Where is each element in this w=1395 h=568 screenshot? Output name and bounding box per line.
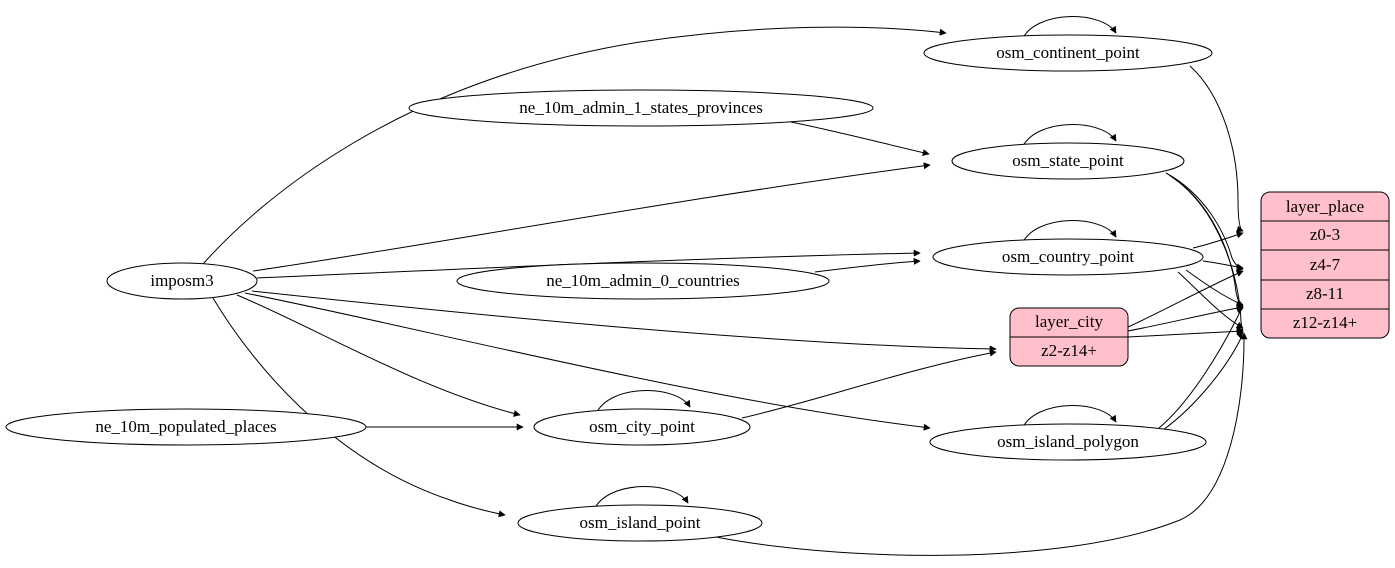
edge-imposm3-osm-continent-point [202,26,947,265]
node-ne-places-label: ne_10m_populated_places [95,417,276,436]
node-imposm3[interactable]: imposm3 [106,262,258,300]
selfloop-osm-city-point [595,390,691,415]
edge-imposm3-osm-island-polygon [244,292,931,431]
node-imposm3-label: imposm3 [150,271,213,290]
selfloop-osm-island-point [593,486,689,511]
edge-layer-city-layer-place-z12-z14 [1127,327,1244,338]
edge-osm-state-point-layer-place-z8-11 [1168,174,1244,310]
node-osm-island-polygon[interactable]: osm_island_polygon [929,423,1207,461]
edge-osm-country-point-layer-place-z0-3 [1192,231,1244,249]
edge-layer [202,16,1248,556]
edge-imposm3-osm-state-point [252,162,931,272]
node-osm-continent-point-label: osm_continent_point [996,43,1140,62]
edge-osm-island-polygon-layer-place-z12-z14 [1162,331,1244,431]
node-layer-city[interactable]: layer_city z2-z14+ [1009,307,1129,367]
layer-place-row-z8-11[interactable]: z8-11 [1306,284,1344,303]
selfloop-osm-state-point [1021,124,1117,149]
node-ne-10m-populated-places[interactable]: ne_10m_populated_places [5,408,367,446]
table-nodes: osm_continent_point osm_state_point osm_… [517,34,1213,542]
selfloop-osm-island-polygon [1021,405,1117,430]
edge-ne-states-osm-state-point [790,121,930,156]
edge-osm-city-point-layer-city [741,349,997,419]
layer-place-header: layer_place [1286,197,1364,216]
node-ne-states-label: ne_10m_admin_1_states_provinces [519,98,763,117]
node-osm-country-point-label: osm_country_point [1002,247,1134,266]
node-osm-state-point[interactable]: osm_state_point [951,142,1185,180]
node-layer-place[interactable]: layer_place z0-3 z4-7 z8-11 z12-z14+ [1260,191,1390,339]
node-ne-countries-label: ne_10m_admin_0_countries [546,271,740,290]
layer-city-header: layer_city [1035,312,1103,331]
record-nodes: layer_place z0-3 z4-7 z8-11 z12-z14+ lay… [1009,191,1390,367]
edge-osm-country-point-layer-place-z12-z14 [1177,271,1244,329]
layer-city-row-z2-z14[interactable]: z2-z14+ [1041,341,1097,360]
selfloop-osm-continent-point [1021,16,1117,41]
node-osm-island-point-label: osm_island_point [580,513,701,532]
layer-place-row-z0-3[interactable]: z0-3 [1310,225,1340,244]
edge-osm-country-point-layer-place-z8-11 [1185,269,1244,306]
node-osm-continent-point[interactable]: osm_continent_point [923,34,1213,72]
edge-ne-countries-osm-country-point [814,257,921,273]
node-ne-10m-admin-1-states-provinces[interactable]: ne_10m_admin_1_states_provinces [408,89,874,127]
edge-layer-city-layer-place-z4-7 [1127,270,1244,328]
layer-place-row-z4-7[interactable]: z4-7 [1310,255,1341,274]
node-osm-city-point-label: osm_city_point [589,417,695,436]
edge-imposm3-osm-city-point [236,294,521,417]
source-nodes: imposm3 ne_10m_admin_1_states_provinces … [5,89,874,446]
edge-layer-city-layer-place-z8-11 [1127,304,1244,332]
layer-place-row-z12-z14[interactable]: z12-z14+ [1293,313,1357,332]
edge-osm-continent-point-layer-place-z0-3 [1189,65,1244,233]
edge-osm-country-point-layer-place-z4-7 [1202,260,1244,271]
node-ne-10m-admin-0-countries[interactable]: ne_10m_admin_0_countries [456,262,830,300]
edge-imposm3-layer-city [251,290,997,353]
edge-imposm3-osm-island-point [212,297,506,518]
selfloop-osm-country-point [1021,220,1117,245]
node-osm-island-polygon-label: osm_island_polygon [997,432,1139,451]
edge-osm-island-polygon-layer-place-z8-11 [1158,307,1244,429]
node-osm-island-point[interactable]: osm_island_point [517,504,763,542]
node-osm-city-point[interactable]: osm_city_point [533,408,751,446]
edge-osm-island-point-layer-place-z12-z14 [705,332,1248,556]
node-osm-country-point[interactable]: osm_country_point [932,238,1204,276]
node-osm-state-point-label: osm_state_point [1012,151,1124,170]
